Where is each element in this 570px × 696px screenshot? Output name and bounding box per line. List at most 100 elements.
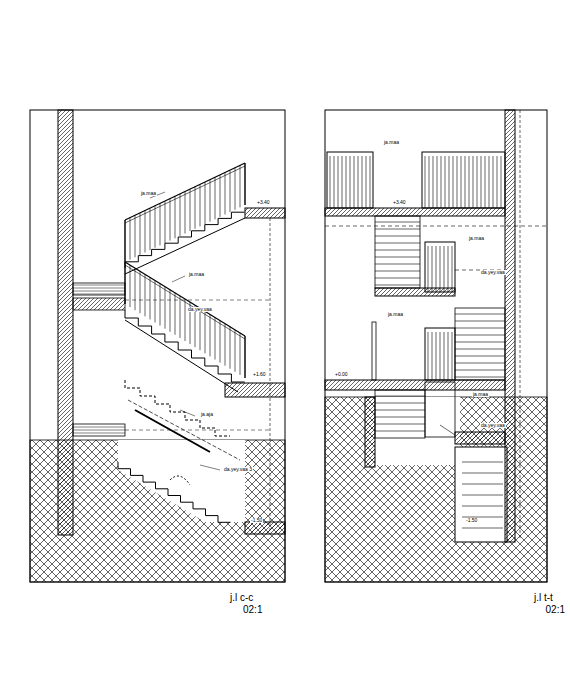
line xyxy=(330,156,331,208)
rail-note: ja.maa xyxy=(188,272,205,277)
part xyxy=(425,382,455,437)
part xyxy=(325,110,547,582)
line xyxy=(200,184,201,226)
line xyxy=(235,168,236,210)
line xyxy=(170,199,171,241)
line xyxy=(140,271,141,313)
line xyxy=(375,417,425,418)
section-t-t xyxy=(325,110,547,582)
line xyxy=(432,332,433,380)
line xyxy=(73,291,125,292)
part xyxy=(425,328,455,380)
line xyxy=(150,277,151,319)
line xyxy=(436,332,437,380)
level-mark: +3.40 xyxy=(392,200,407,205)
rail-note: ja.maa xyxy=(140,191,157,196)
line xyxy=(342,156,343,208)
line xyxy=(180,296,181,338)
line xyxy=(124,262,125,304)
line xyxy=(125,430,270,431)
line xyxy=(465,156,466,208)
rail-note: ja.maa xyxy=(383,140,400,145)
line xyxy=(150,208,151,250)
line xyxy=(497,156,498,208)
line xyxy=(375,431,425,432)
line xyxy=(453,156,454,208)
line xyxy=(452,332,453,380)
line xyxy=(245,163,246,205)
line xyxy=(73,285,125,286)
part xyxy=(73,298,125,310)
part xyxy=(30,110,285,582)
part xyxy=(58,110,73,535)
line xyxy=(350,156,351,208)
line xyxy=(210,314,211,356)
line xyxy=(375,271,420,272)
line xyxy=(230,327,231,369)
line xyxy=(125,320,238,392)
line xyxy=(155,206,156,248)
line xyxy=(244,336,245,378)
line xyxy=(125,220,126,262)
handrail-note: ja.aja xyxy=(200,412,214,417)
line xyxy=(180,410,195,416)
part xyxy=(73,424,125,436)
line xyxy=(375,410,425,411)
line xyxy=(429,156,430,208)
line xyxy=(370,156,371,208)
line xyxy=(210,180,211,222)
line xyxy=(205,182,206,224)
stair-steps xyxy=(125,380,230,436)
line xyxy=(135,215,136,257)
line xyxy=(462,484,503,485)
line xyxy=(354,156,355,208)
line xyxy=(225,324,226,366)
line xyxy=(185,299,186,341)
line xyxy=(205,311,206,353)
line xyxy=(165,287,166,329)
line xyxy=(375,396,425,397)
line xyxy=(493,156,494,208)
line xyxy=(455,356,505,357)
level-mark: +1.60 xyxy=(252,372,267,377)
line xyxy=(449,156,450,208)
stair-note: da.yey.vaa xyxy=(480,270,506,275)
line xyxy=(145,274,146,316)
line xyxy=(220,321,221,363)
level-mark: -1.50 xyxy=(250,518,263,523)
arc xyxy=(170,476,190,485)
line xyxy=(200,465,220,470)
part xyxy=(375,216,420,288)
line xyxy=(445,156,446,208)
line xyxy=(375,236,420,237)
line xyxy=(334,156,335,208)
part xyxy=(375,390,425,438)
pit xyxy=(375,397,460,465)
line xyxy=(440,246,441,292)
line xyxy=(200,308,201,350)
level-mark: +3.40 xyxy=(256,200,271,205)
stair-note: da.yey.vaa xyxy=(480,423,506,428)
line xyxy=(375,264,420,265)
line xyxy=(462,495,503,496)
section-c-c xyxy=(30,110,285,582)
line xyxy=(428,332,429,380)
line xyxy=(455,370,505,371)
line xyxy=(175,293,176,335)
line xyxy=(489,156,490,208)
part xyxy=(372,322,376,380)
line xyxy=(501,156,502,208)
line xyxy=(440,332,441,380)
part xyxy=(425,242,455,292)
line xyxy=(455,314,505,315)
line xyxy=(375,285,420,286)
line xyxy=(462,462,503,463)
line xyxy=(375,222,420,223)
part xyxy=(325,380,505,390)
part xyxy=(327,152,373,208)
scale: 02:1 xyxy=(242,605,263,615)
line xyxy=(325,226,547,227)
part xyxy=(505,110,515,542)
line xyxy=(130,265,131,307)
